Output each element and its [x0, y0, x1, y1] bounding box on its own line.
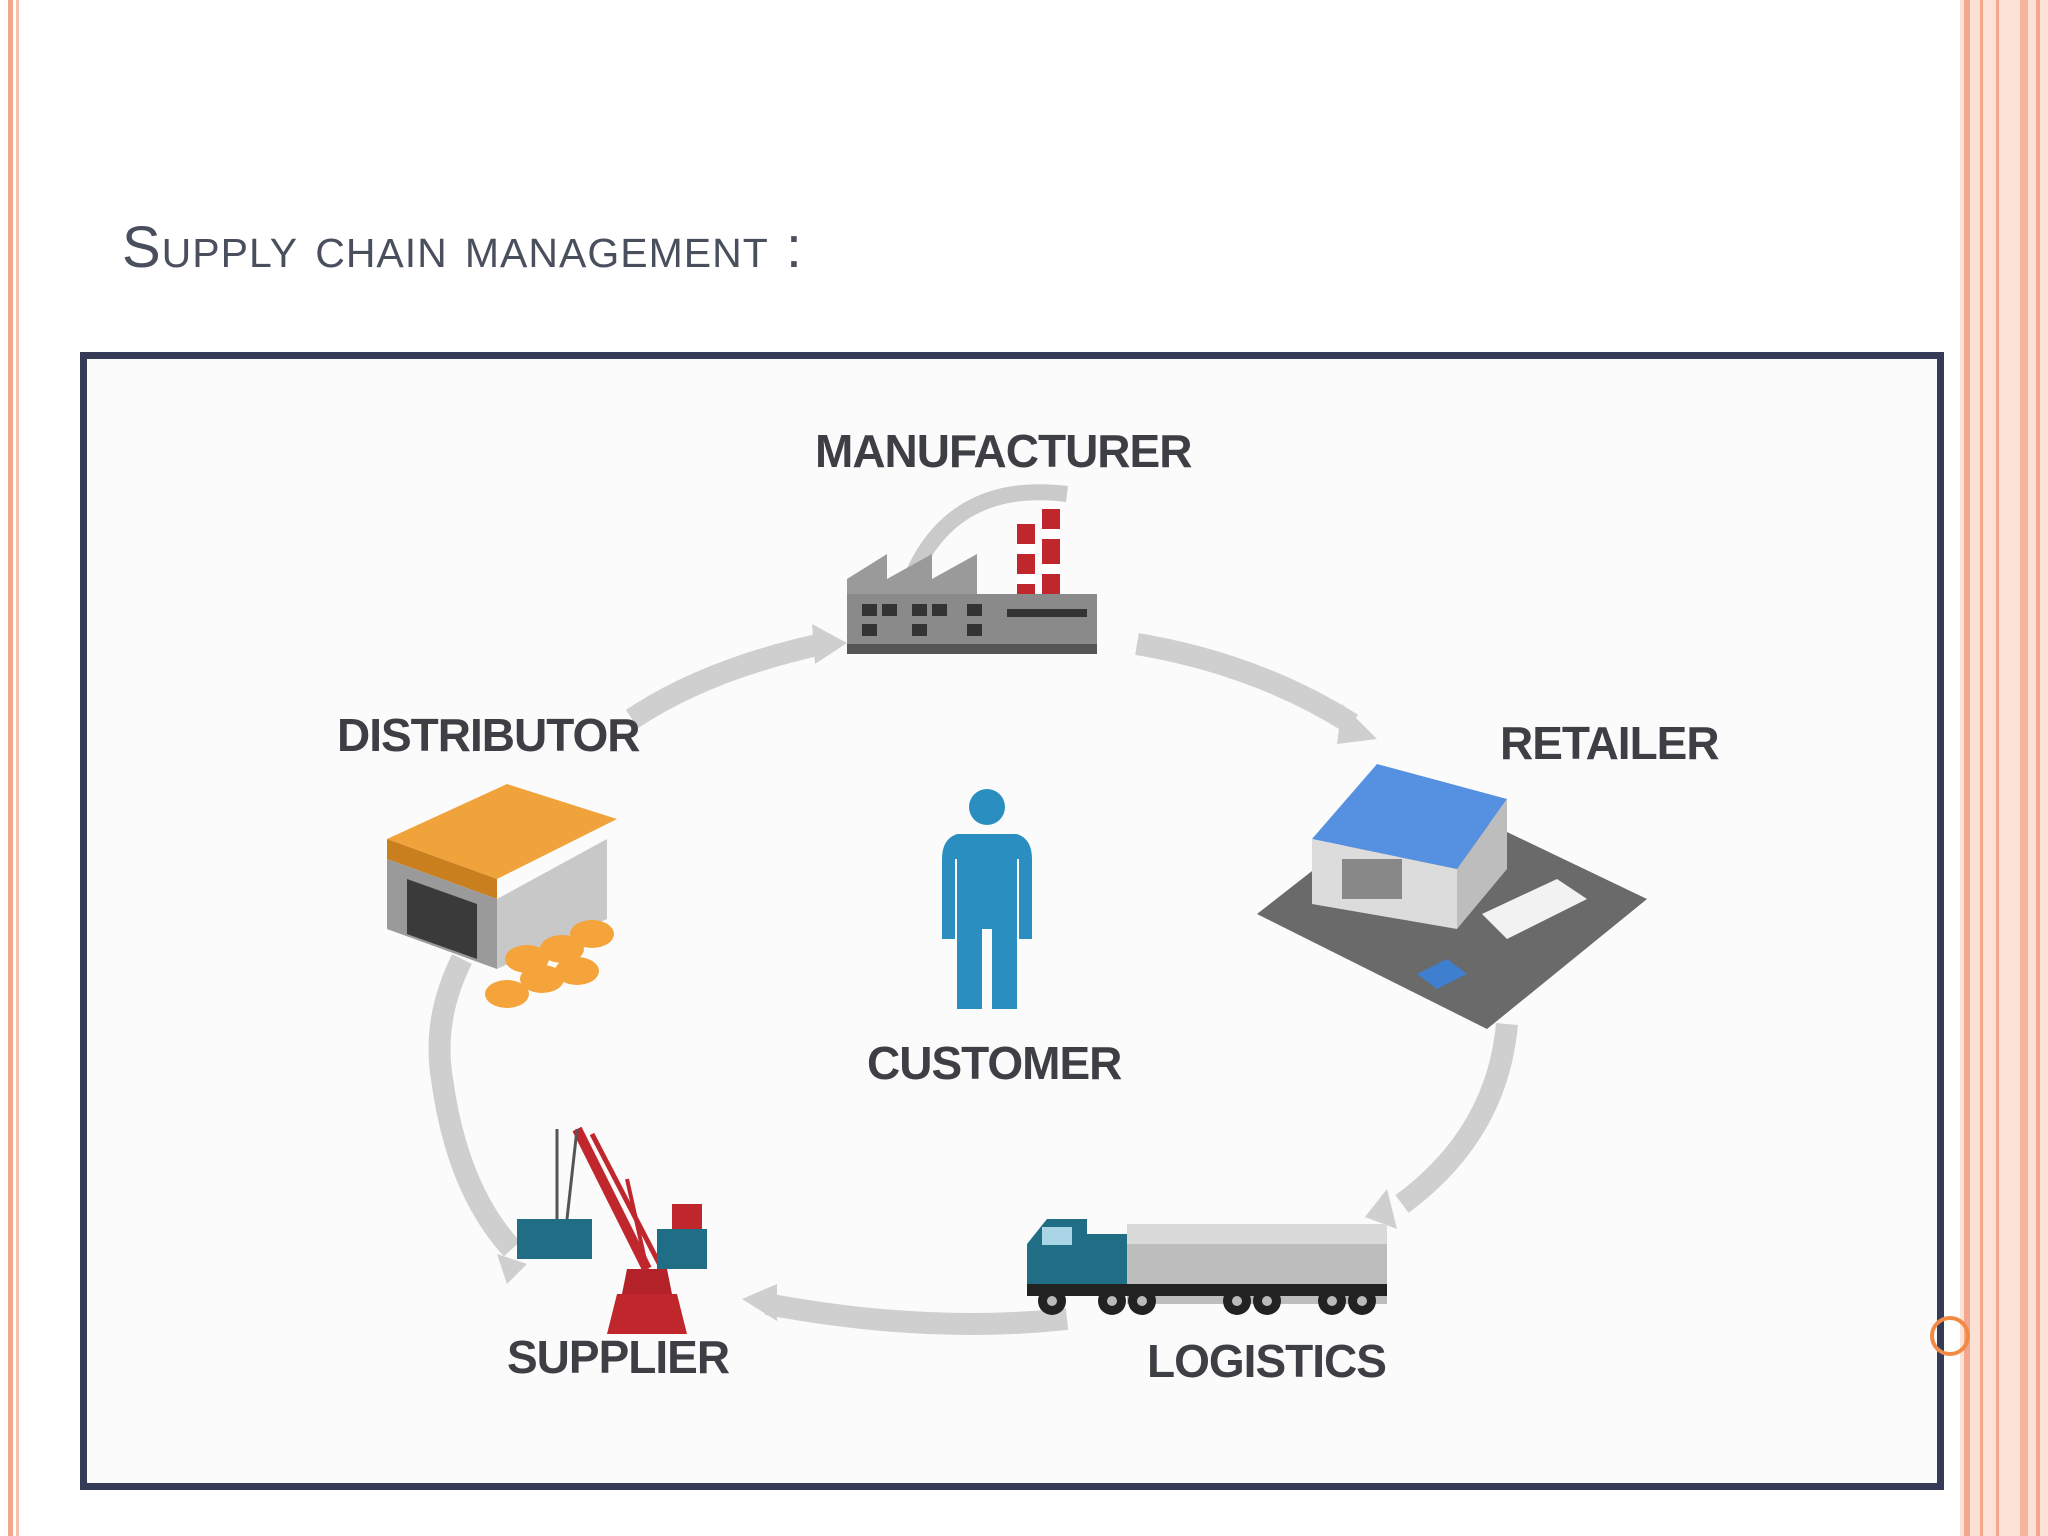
retailer-label: RETAILER [1500, 717, 1719, 769]
cycle-ring [428, 633, 1518, 1335]
slide-number-badge [1930, 1316, 1970, 1356]
warehouse-icon [1257, 764, 1647, 1029]
manufacturer-label: MANUFACTURER [815, 425, 1192, 477]
cycle-arrows [497, 624, 1397, 1321]
distributor-label: DISTRIBUTOR [337, 709, 640, 761]
supplier-label: SUPPLIER [507, 1331, 730, 1383]
customer-label: CUSTOMER [867, 1037, 1122, 1089]
distribution-center-icon [387, 784, 617, 1008]
slide-title: Supply chain management : [122, 215, 803, 280]
right-decorative-border [1960, 0, 2048, 1536]
crane-icon [517, 1126, 707, 1334]
supply-chain-diagram: MANUFACTURER RETAILER [80, 352, 1944, 1490]
left-decorative-border [0, 0, 26, 1536]
logistics-label: LOGISTICS [1147, 1335, 1386, 1387]
factory-icon [847, 484, 1097, 654]
person-icon [942, 789, 1032, 1009]
truck-icon [1027, 1219, 1387, 1315]
